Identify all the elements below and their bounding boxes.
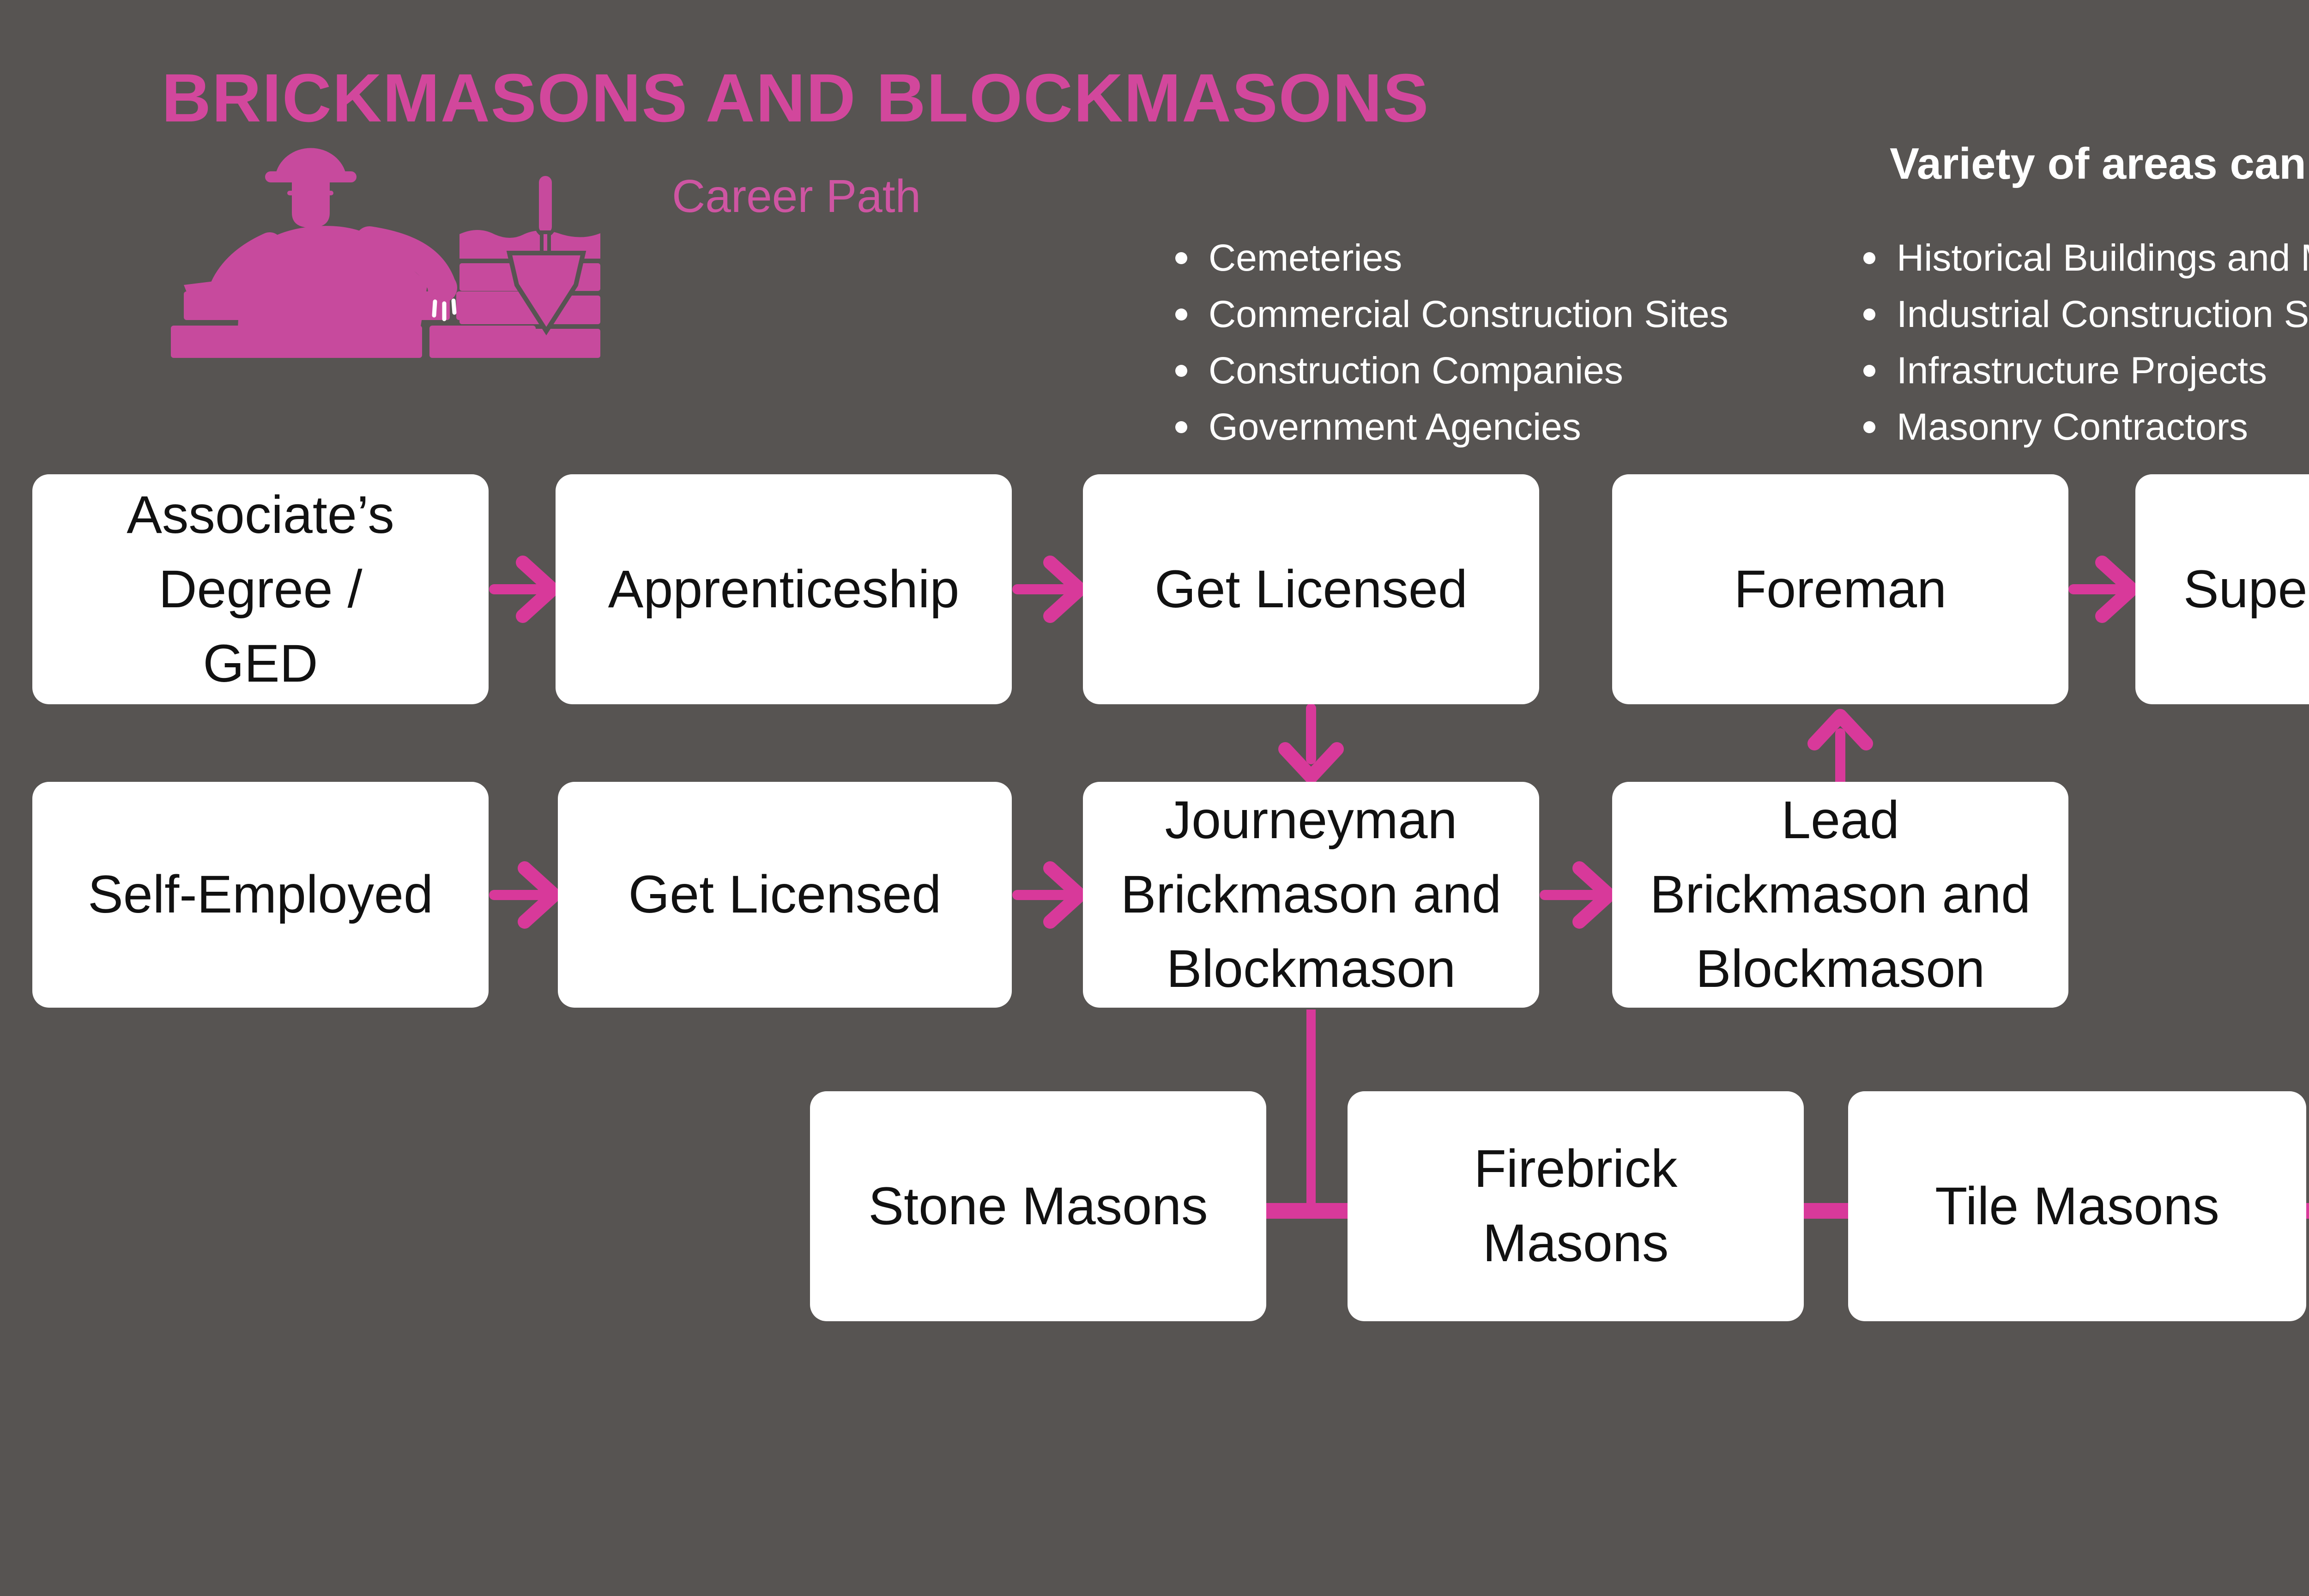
- node-label: Get Licensed: [1154, 559, 1468, 619]
- work-areas-column-2: Historical Buildings and Monuments Indus…: [1863, 230, 2309, 455]
- work-area-item: Masonry Contractors: [1863, 399, 2309, 455]
- node-label: Self-Employed: [88, 865, 433, 924]
- career-node-journeyman: Journeyman Brickmason and Blockmason: [1083, 782, 1539, 1008]
- work-areas-column-1: Cemeteries Commercial Construction Sites…: [1175, 230, 1729, 455]
- node-label: Lead Brickmason and Blockmason: [1650, 791, 2031, 998]
- node-label: Superintendent: [2183, 559, 2309, 619]
- career-node-self-employed: Self-Employed: [32, 782, 489, 1008]
- work-area-item: Cemeteries: [1175, 230, 1729, 286]
- node-label: Associate’s Degree / GED: [127, 485, 394, 693]
- career-node-apprenticeship: Apprenticeship: [556, 474, 1012, 704]
- work-area-item: Infrastructure Projects: [1863, 343, 2309, 399]
- work-area-item: Industrial Construction Sites: [1863, 286, 2309, 343]
- arrow-foreman-to-superintendent: [2068, 556, 2139, 623]
- node-label: Firebrick Masons: [1474, 1139, 1678, 1273]
- career-node-stone-masons: Stone Masons: [810, 1091, 1266, 1321]
- node-label: Get Licensed: [628, 865, 942, 924]
- career-node-foreman: Foreman: [1612, 474, 2068, 704]
- arrow-getlicensed-to-journeyman: [1012, 861, 1087, 929]
- arrow-journeyman-to-lead: [1540, 861, 1616, 929]
- career-path-label: Career Path: [672, 170, 921, 222]
- career-node-get-licensed-1: Get Licensed: [1083, 474, 1539, 704]
- career-node-tile-masons: Tile Masons: [1848, 1091, 2306, 1321]
- arrow-lead-up-to-foreman: [1807, 709, 1873, 789]
- work-area-item: Government Agencies: [1175, 399, 1729, 455]
- career-node-superintendent: Superintendent: [2135, 474, 2309, 704]
- work-area-item: Historical Buildings and Monuments: [1863, 230, 2309, 286]
- career-node-lead-brickmason: Lead Brickmason and Blockmason: [1612, 782, 2068, 1008]
- career-node-associates-degree: Associate’s Degree / GED: [32, 474, 489, 704]
- arrow-apprenticeship-to-getlicensed: [1012, 556, 1087, 623]
- page-title: BRICKMASONS AND BLOCKMASONS: [162, 60, 1430, 136]
- node-label: Stone Masons: [868, 1176, 1208, 1236]
- work-area-item: Construction Companies: [1175, 343, 1729, 399]
- node-label: Apprenticeship: [608, 559, 960, 619]
- career-node-get-licensed-2: Get Licensed: [558, 782, 1012, 1008]
- arrow-getlicensed-down-to-journeyman: [1278, 703, 1344, 784]
- career-node-firebrick-masons: Firebrick Masons: [1348, 1091, 1804, 1321]
- node-label: Journeyman Brickmason and Blockmason: [1120, 791, 1502, 998]
- arrow-assoc-to-apprenticeship: [489, 556, 559, 623]
- work-areas-heading: Variety of areas can work at:: [1890, 139, 2309, 188]
- work-area-item: Commercial Construction Sites: [1175, 286, 1729, 343]
- arrow-selfemployed-to-getlicensed: [489, 861, 561, 929]
- node-label: Tile Masons: [1935, 1176, 2219, 1236]
- node-label: Foreman: [1734, 559, 1947, 619]
- bricklayer-icon: [171, 148, 600, 358]
